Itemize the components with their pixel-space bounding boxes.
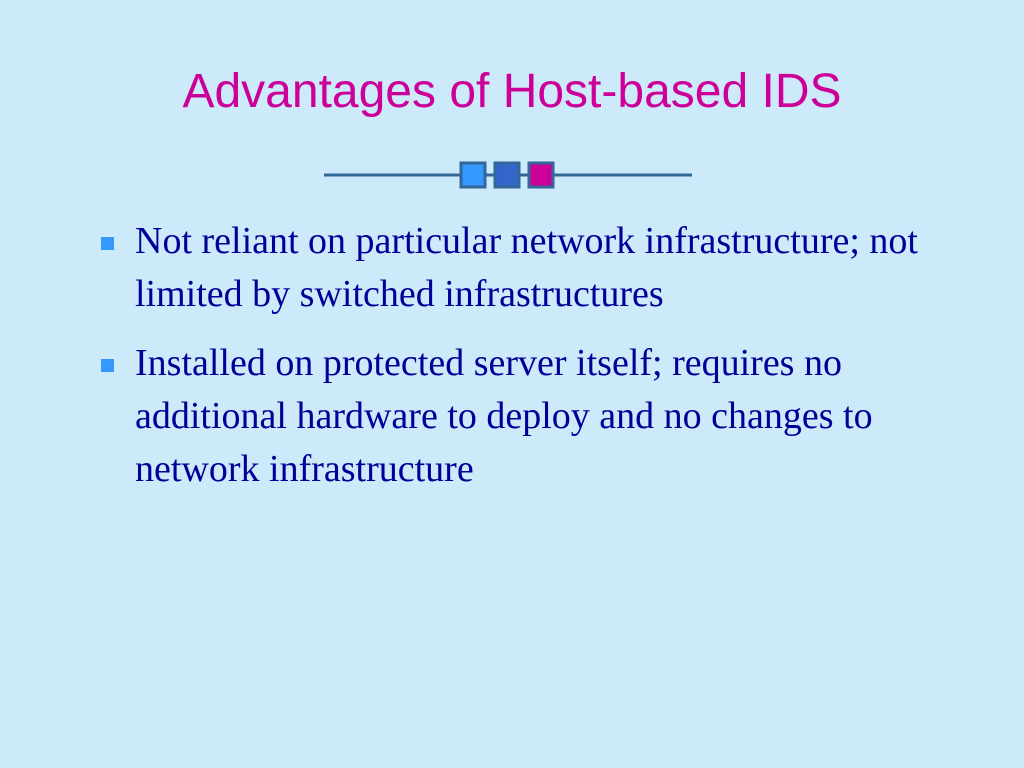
list-item: Installed on protected server itself; re… bbox=[97, 337, 957, 496]
square-bullet-icon bbox=[101, 359, 114, 372]
title-divider-icon bbox=[324, 158, 692, 192]
divider-square-light bbox=[459, 161, 487, 189]
bullet-list: Not reliant on particular network infras… bbox=[97, 215, 957, 512]
list-item: Not reliant on particular network infras… bbox=[97, 215, 957, 321]
square-bullet-icon bbox=[101, 237, 114, 250]
divider-square-mid bbox=[493, 161, 521, 189]
bullet-text: Not reliant on particular network infras… bbox=[135, 220, 918, 315]
divider-square-accent bbox=[527, 161, 555, 189]
slide-title: Advantages of Host-based IDS bbox=[182, 65, 842, 118]
bullet-text: Installed on protected server itself; re… bbox=[135, 342, 873, 490]
